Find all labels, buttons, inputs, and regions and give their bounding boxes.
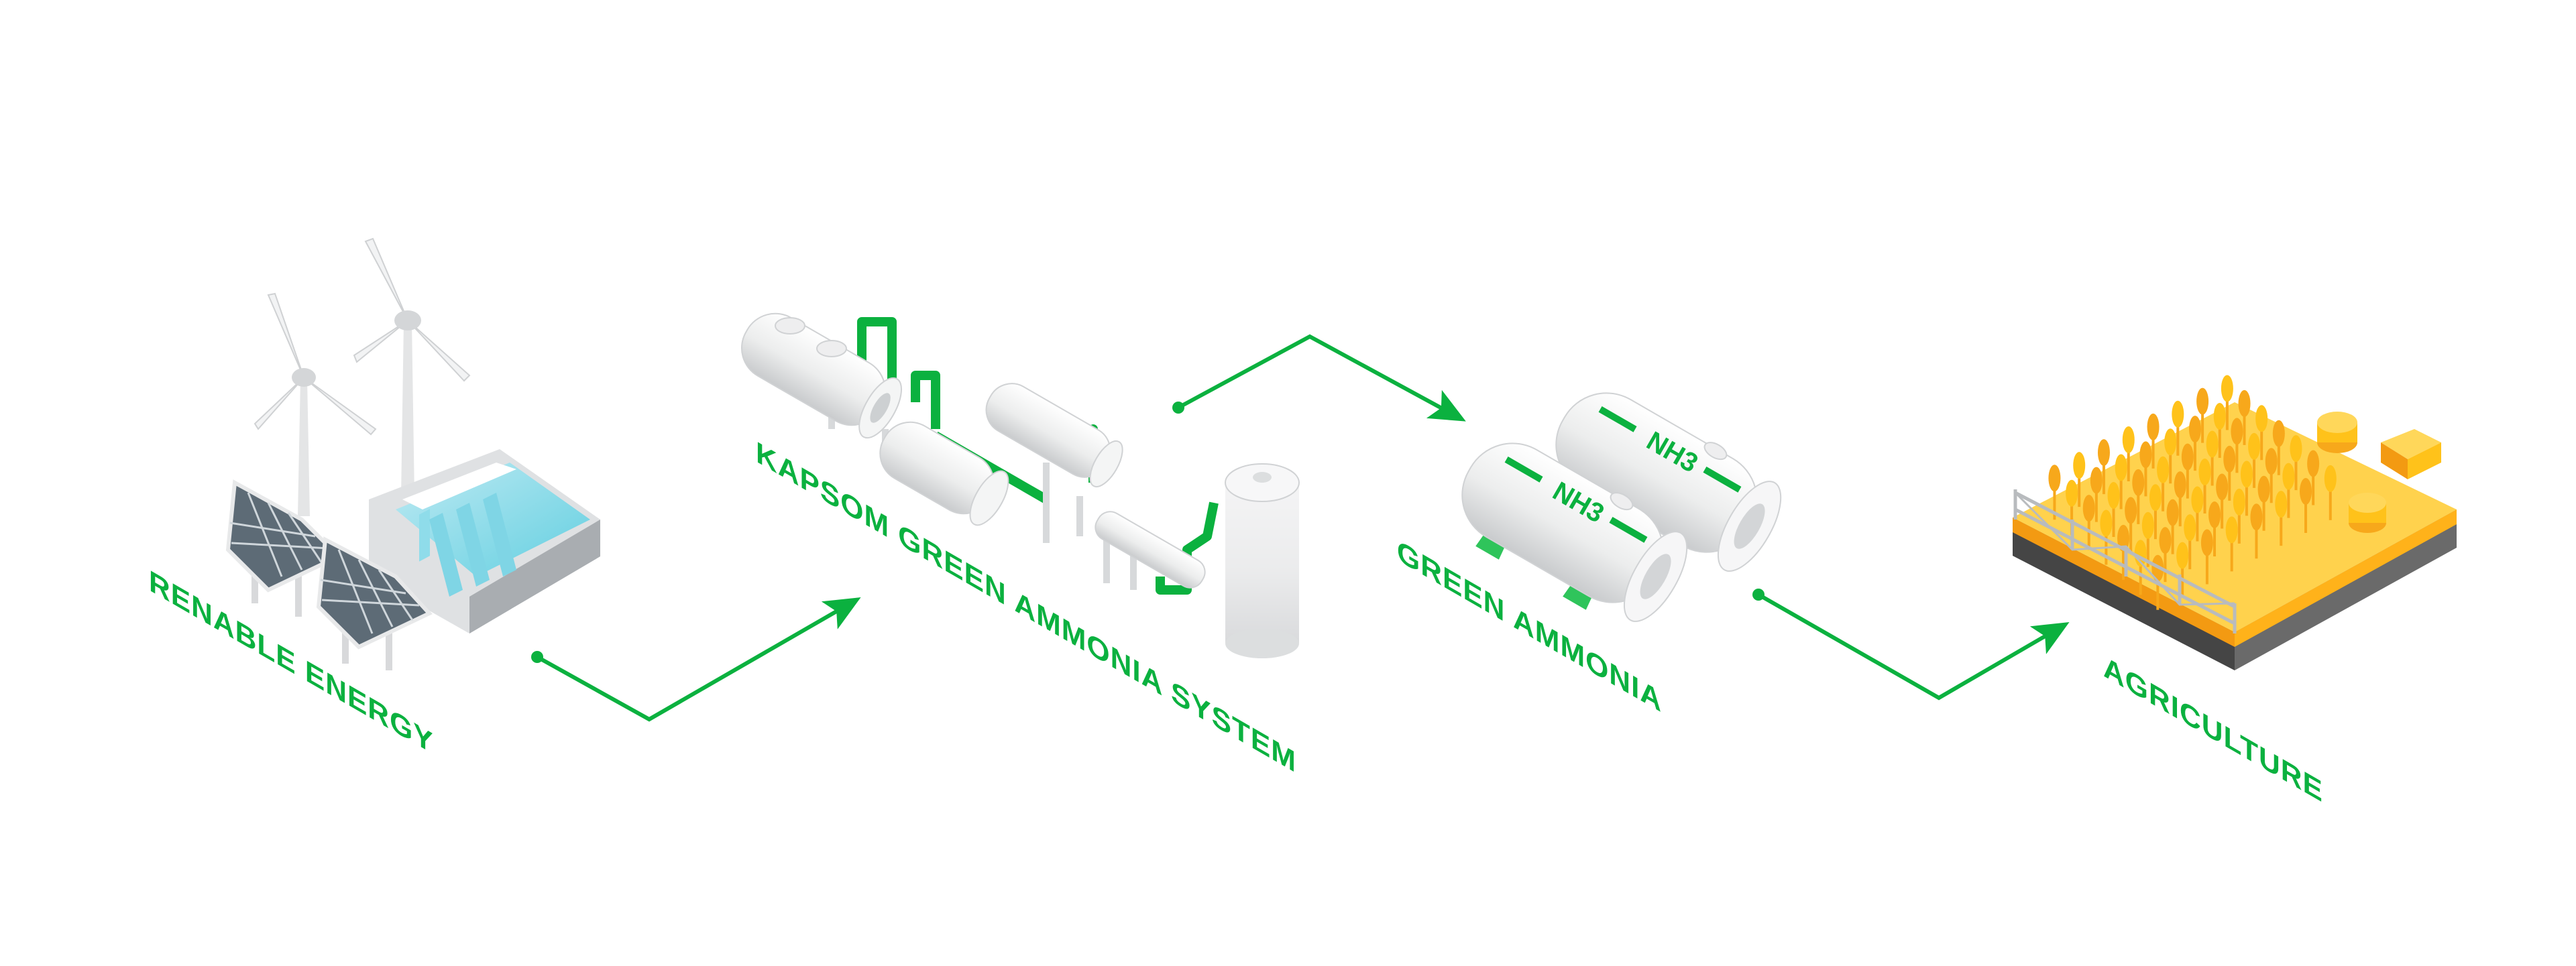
wheat-ear-icon xyxy=(2172,400,2184,428)
wheat-ear-icon xyxy=(2073,452,2086,479)
wheat-ear-icon xyxy=(2090,467,2103,494)
wheat-ear-icon xyxy=(2225,516,2238,544)
wheat-ear-icon xyxy=(2181,443,2194,471)
wheat-ear-icon xyxy=(2149,484,2162,511)
wheat-ear-icon xyxy=(2282,463,2295,490)
wheat-ear-icon xyxy=(2048,465,2061,492)
wheat-ear-icon xyxy=(2147,413,2160,440)
wheat-ear-icon xyxy=(2208,501,2221,528)
nh3-tank-icon: NH3 xyxy=(1555,392,1782,572)
storage-tank-icon xyxy=(985,383,1123,487)
storage-tank-icon xyxy=(740,312,903,439)
vertical-tank-icon xyxy=(1225,463,1300,658)
stage-label-agriculture: AGRICULTURE xyxy=(2103,650,2323,809)
wheat-crop-group xyxy=(2048,375,2337,610)
flow-arrow xyxy=(531,597,861,722)
wheat-ear-icon xyxy=(2159,527,2172,554)
nh3-tank-icon: NH3 xyxy=(1461,442,1688,622)
wheat-ear-icon xyxy=(2115,454,2127,481)
ammonia-system-illustration xyxy=(740,312,1300,658)
hay-bale-icon xyxy=(2317,412,2441,533)
wheat-ear-icon xyxy=(2216,473,2229,501)
wheat-ear-icon xyxy=(2157,456,2170,483)
wheat-ear-icon xyxy=(2240,461,2253,488)
wheat-ear-icon xyxy=(2265,448,2278,475)
wheat-ear-icon xyxy=(2206,430,2219,458)
wheat-ear-icon xyxy=(2184,514,2196,542)
wheat-ear-icon xyxy=(2248,432,2261,460)
wheat-ear-icon xyxy=(2300,478,2312,505)
wheat-ear-icon xyxy=(2198,459,2211,486)
wheat-ear-icon xyxy=(2107,481,2120,509)
fence-icon xyxy=(2013,489,2237,633)
flow-arrow xyxy=(1172,334,1466,422)
wind-turbine-icon xyxy=(254,292,377,516)
flow-arrow xyxy=(1752,589,2070,701)
wheat-ear-icon xyxy=(2122,426,2135,453)
hydro-dam-icon xyxy=(369,449,600,633)
renewable-energy-illustration xyxy=(225,237,600,670)
wheat-ear-icon xyxy=(2176,542,2189,569)
wheat-ear-icon xyxy=(2223,445,2236,473)
wheat-ear-icon xyxy=(2231,418,2243,445)
green-ammonia-illustration: NH3 NH3 xyxy=(1461,392,1782,622)
wheat-ear-icon xyxy=(2082,495,2095,522)
wheat-ear-icon xyxy=(2196,387,2209,415)
wheat-ear-icon xyxy=(2257,475,2270,503)
wheat-ear-icon xyxy=(2188,416,2201,443)
wheat-ear-icon xyxy=(2139,441,2152,469)
storage-tank-icon xyxy=(879,421,1009,526)
wheat-ear-icon xyxy=(2100,509,2113,537)
wheat-ear-icon xyxy=(2233,488,2245,516)
wheat-ear-icon xyxy=(2221,375,2233,402)
wheat-ear-icon xyxy=(2307,450,2320,477)
solar-panel-icon xyxy=(316,536,433,670)
wheat-ear-icon xyxy=(2290,435,2302,463)
wheat-ear-icon xyxy=(2117,524,2130,552)
wheat-ear-icon xyxy=(2125,497,2137,524)
wheat-ear-icon xyxy=(2250,503,2263,531)
wheat-ear-icon xyxy=(2191,486,2204,514)
wheat-ear-icon xyxy=(2166,499,2179,526)
agriculture-illustration xyxy=(2013,375,2457,670)
wheat-ear-icon xyxy=(2141,511,2154,539)
wheat-ear-icon xyxy=(2213,403,2226,430)
wheat-ear-icon xyxy=(2132,469,2145,496)
pipe-icon xyxy=(1095,511,1206,589)
wheat-ear-icon xyxy=(2174,471,2186,499)
wind-turbine-icon xyxy=(353,237,471,496)
wheat-ear-icon xyxy=(2275,491,2288,518)
wheat-ear-icon xyxy=(2200,529,2213,556)
wheat-ear-icon xyxy=(2324,465,2337,492)
wheat-ear-icon xyxy=(2097,439,2110,467)
wheat-ear-icon xyxy=(2164,428,2177,456)
wheat-ear-icon xyxy=(2238,389,2251,417)
wheat-ear-icon xyxy=(2272,420,2285,447)
wheat-ear-icon xyxy=(2066,479,2078,507)
wheat-ear-icon xyxy=(2255,405,2268,432)
solar-panel-icon xyxy=(225,479,343,617)
